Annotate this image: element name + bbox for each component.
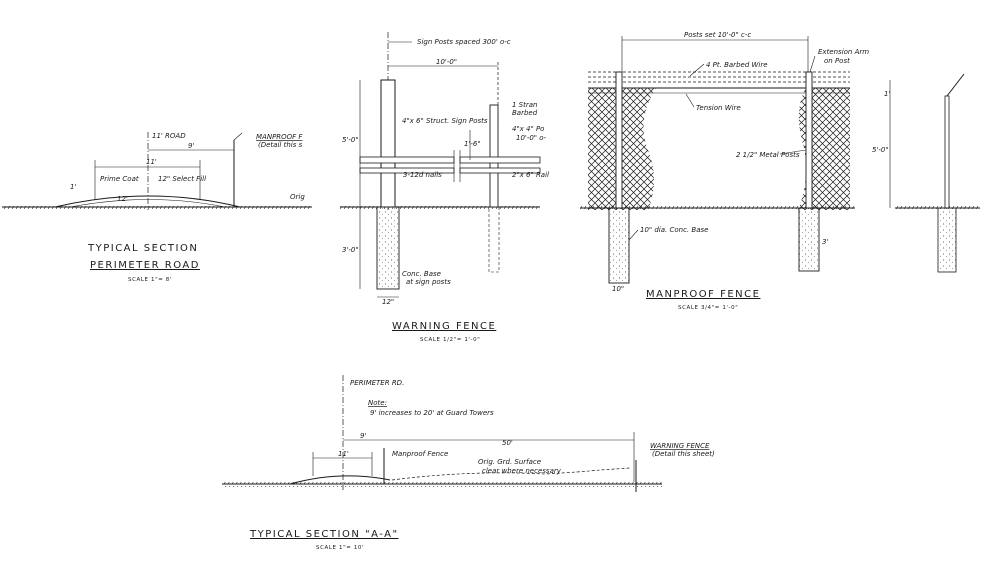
aa-clearing-line (391, 467, 631, 481)
aa-dim-9: 9' (360, 432, 366, 440)
aa-warning: WARNING FENCE (650, 442, 710, 450)
road-dim-11: 11' (146, 158, 157, 166)
road-fence-detail: (Detail this s (258, 141, 303, 149)
mpf-extension: Extension Arm (818, 48, 869, 56)
wf-title: WARNING FENCE (392, 321, 496, 332)
wf-concrete-base (376, 206, 400, 290)
road-dim-12: 12' (117, 195, 128, 203)
aa-dim-11: 11' (338, 450, 349, 458)
mpf-base-left (608, 207, 630, 284)
wf-dim-16: 1'-6" (464, 140, 481, 148)
mpf-scale: SCALE 3/4"= 1'-0" (678, 305, 738, 311)
wf-span: 10'-0" (436, 58, 457, 66)
wf-conc-2: at sign posts (406, 278, 451, 286)
aa-dim-50: 50' (502, 439, 513, 447)
wf-scale: SCALE 1/2"= 1'-0" (420, 337, 480, 343)
mpf-side-arm (946, 73, 965, 97)
road-title-2: PERIMETER ROAD (90, 260, 200, 271)
aa-scale: SCALE 1"= 10' (316, 545, 364, 551)
mpf-title: MANPROOF FENCE (646, 289, 760, 300)
mpf-base-right (798, 207, 820, 272)
road-section: 11' ROAD MANPROOF F (Detail this s 9' 11… (2, 132, 312, 283)
road-scale: SCALE 1"= 8' (128, 277, 172, 283)
wf-rail-top-right (459, 156, 541, 164)
wf-sign-post (380, 79, 396, 208)
mpf-post-left (615, 71, 623, 209)
wf-posts-1: 4"x 4" Po (512, 125, 544, 133)
mpf-on-post: on Post (824, 57, 850, 65)
wf-rail-top (359, 156, 455, 164)
road-centerline-label: 11' ROAD (152, 132, 186, 140)
wf-dim-12: 12" (382, 298, 394, 306)
aa-clear: clear where necessary (482, 467, 562, 475)
road-fence-label: MANPROOF F (256, 133, 303, 141)
aa-road-crown (289, 475, 391, 485)
mpf-dim-3: 3' (822, 238, 828, 246)
mpf-tension: Tension Wire (696, 104, 741, 112)
road-select-fill: 12" Select Fill (158, 175, 206, 183)
road-dim-9: 9' (188, 142, 194, 150)
mpf-post-right (805, 71, 813, 209)
aa-title: TYPICAL SECTION "A-A" (249, 529, 399, 540)
section-aa: PERIMETER RD. Note: 9' increases to 20' … (222, 375, 715, 551)
wf-posts-2: 10'-0" o- (516, 134, 547, 142)
mpf-conc-base: 10" dia. Conc. Base (640, 226, 708, 234)
aa-warning-detail: (Detail this sheet) (652, 450, 715, 458)
road-prime-coat: Prime Coat (100, 175, 139, 183)
wf-dim-50: 5'-0" (342, 136, 359, 144)
warning-fence-detail: Sign Posts spaced 300' o-c 10'-0" 5'-0" … (340, 32, 549, 343)
aa-orig-surface: Orig. Grd. Surface (478, 458, 541, 466)
aa-note-head: Note: (368, 399, 387, 407)
wf-spacing: Sign Posts spaced 300' o-c (417, 38, 511, 46)
road-dim-1: 1' (70, 183, 76, 191)
road-crown (54, 195, 241, 208)
mpf-dim-10: 10" (612, 285, 624, 293)
wf-nails: 3-12d nails (403, 171, 442, 179)
road-orig: Orig (290, 193, 305, 201)
aa-centerline-label: PERIMETER RD. (350, 379, 404, 387)
aa-manproof: Manproof Fence (392, 450, 448, 458)
manproof-fence-detail: Posts set 10'-0" c-c Extension Arm on Po… (580, 31, 980, 311)
mpf-posts-set: Posts set 10'-0" c-c (684, 31, 751, 39)
mpf-side-post (944, 95, 950, 209)
mpf-side-base (937, 207, 957, 273)
wf-strand-1: 1 Stran (512, 101, 537, 109)
aa-note-body: 9' increases to 20' at Guard Towers (370, 409, 494, 417)
wf-conc-1: Conc. Base (402, 270, 441, 278)
mpf-barbed: 4 Pt. Barbed Wire (706, 61, 768, 69)
wf-sign-posts: 4"x 6" Struct. Sign Posts (402, 117, 488, 125)
wf-line-post (489, 104, 499, 208)
wf-rails: 2"x 6" Rail (512, 171, 549, 179)
mpf-dim-1: 1' (884, 90, 890, 98)
mpf-metal-posts: 2 1/2" Metal Posts (736, 151, 800, 159)
road-title-1: TYPICAL SECTION (87, 243, 198, 254)
wf-line-post-embed (488, 206, 500, 273)
wf-strand-2: Barbed (512, 109, 538, 117)
wf-dim-30: 3'-0" (342, 246, 359, 254)
mpf-dim-50: 5'-0" (872, 146, 889, 154)
